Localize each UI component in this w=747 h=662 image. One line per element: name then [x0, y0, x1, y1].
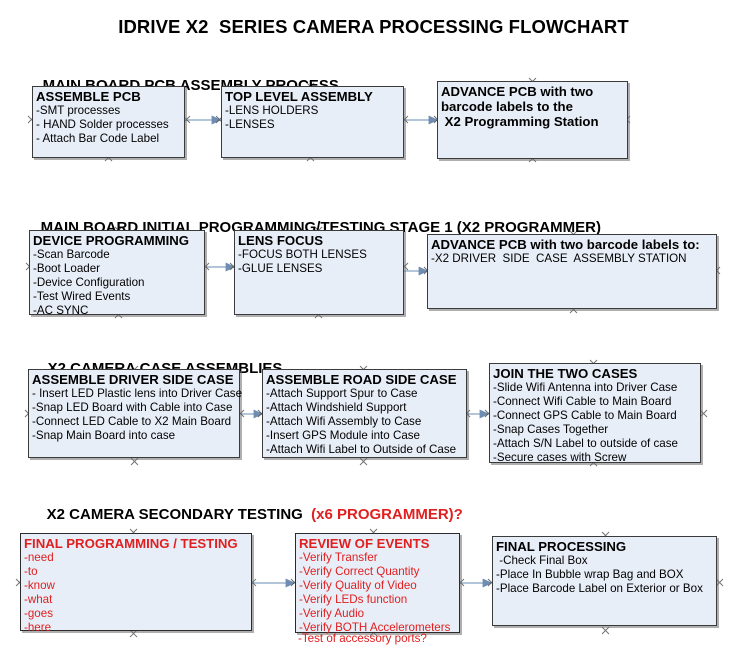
node-title: ASSEMBLE ROAD SIDE CASE [266, 372, 457, 387]
node-line: -here [24, 621, 52, 635]
node-line: -Attach S/N Label to outside of case [493, 437, 678, 451]
node-advance-pcb-to-driver-side-case-assembly[interactable]: ADVANCE PCB with two barcode labels to: … [427, 234, 717, 309]
node-line: -Snap LED Board with Cable into Case [32, 401, 233, 415]
node-line: -Secure cases with Screw [493, 451, 627, 465]
node-line: -Slide Wifi Antenna into Driver Case [493, 381, 678, 394]
node-assemble-pcb[interactable]: ASSEMBLE PCB -SMT processes - HAND Solde… [32, 86, 185, 158]
section-heading-x2-camera-secondary-testing: X2 CAMERA SECONDARY TESTING (x6 PROGRAMM… [30, 489, 463, 540]
node-title: LENS FOCUS [238, 233, 323, 248]
node-line: -Connect Wifi Cable to Main Board [493, 395, 672, 409]
node-line: -what [24, 593, 53, 607]
node-review-of-events-overflow-line: -Test of accessory ports? [298, 632, 427, 645]
node-line: -LENS HOLDERS [225, 104, 319, 117]
node-top-level-assembly[interactable]: TOP LEVEL ASSEMBLY -LENS HOLDERS -LENSES [221, 86, 404, 158]
node-title: JOIN THE TWO CASES [493, 366, 638, 381]
node-line: -Place Barcode Label on Exterior or Box [496, 582, 703, 596]
node-line: -Verify BOTH Accelerometers [299, 621, 451, 635]
node-line: - Attach Bar Code Label [36, 132, 160, 146]
node-line: -GLUE LENSES [238, 262, 323, 276]
node-line: -Check Final Box [496, 554, 588, 567]
node-title: ASSEMBLE PCB [36, 89, 141, 104]
node-device-programming[interactable]: DEVICE PROGRAMMING -Scan Barcode -Boot L… [29, 230, 205, 318]
node-review-of-events[interactable]: REVIEW OF EVENTS -Verify Transfer -Verif… [295, 533, 460, 635]
node-title: FINAL PROCESSING [496, 539, 627, 554]
node-title: REVIEW OF EVENTS [299, 536, 430, 551]
node-advance-pcb-to-x2-programming-station[interactable]: ADVANCE PCB with two barcode labels to t… [437, 81, 628, 159]
node-title: DEVICE PROGRAMMING [33, 233, 190, 248]
node-line: -Verify Audio [299, 607, 365, 621]
page-title: IDRIVE X2 SERIES CAMERA PROCESSING FLOWC… [118, 16, 629, 37]
node-line: -LENSES [225, 118, 275, 132]
node-title: TOP LEVEL ASSEMBLY [225, 89, 373, 104]
node-line: -Connect GPS Cable to Main Board [493, 409, 677, 423]
node-line: -AC SYNC [33, 304, 89, 318]
node-line: -Snap Cases Together [493, 423, 609, 437]
node-line: -Verify LEDs function [299, 593, 408, 607]
node-line: -Verify Quality of Video [299, 579, 417, 593]
node-assemble-driver-side-case[interactable]: ASSEMBLE DRIVER SIDE CASE - Insert LED P… [28, 369, 243, 458]
node-line: -Boot Loader [33, 262, 101, 276]
node-line: -Attach Windshield Support [266, 401, 407, 415]
node-line: -Place In Bubble wrap Bag and BOX [496, 568, 684, 582]
node-assemble-road-side-case[interactable]: ASSEMBLE ROAD SIDE CASE -Attach Support … [262, 369, 467, 458]
node-lens-focus[interactable]: LENS FOCUS -FOCUS BOTH LENSES -GLUE LENS… [234, 230, 404, 315]
node-title: ADVANCE PCB with two barcode labels to: [431, 237, 700, 252]
node-line: -know [24, 579, 55, 593]
node-title-line-2: barcode labels to the [441, 99, 573, 114]
node-title: ASSEMBLE DRIVER SIDE CASE [32, 372, 234, 387]
section-heading-accent: (x6 PROGRAMMER)? [311, 506, 463, 523]
node-title-line-3: X2 Programming Station [441, 114, 599, 129]
section-heading-text: X2 CAMERA SECONDARY TESTING [46, 506, 312, 523]
node-line: -goes [24, 607, 54, 621]
node-line: -Device Configuration [33, 276, 145, 290]
node-line: -Test Wired Events [33, 290, 131, 304]
node-title: ADVANCE PCB with two [441, 84, 594, 99]
node-line: - Insert LED Plastic lens into Driver Ca… [32, 387, 243, 400]
node-line: -FOCUS BOTH LENSES [238, 248, 367, 261]
node-final-processing[interactable]: FINAL PROCESSING -Check Final Box -Place… [492, 536, 717, 626]
node-line: -Verify Correct Quantity [299, 565, 420, 579]
node-line: -Scan Barcode [33, 248, 110, 261]
node-line: -Attach Wifi Assembly to Case [266, 415, 422, 429]
node-line: -Connect LED Cable to X2 Main Board [32, 415, 232, 429]
node-line: -SMT processes [36, 104, 121, 117]
node-line: - HAND Solder processes [36, 118, 169, 132]
node-title: FINAL PROGRAMMING / TESTING [24, 536, 238, 551]
node-line: -need [24, 551, 54, 564]
node-final-programming-testing[interactable]: FINAL PROGRAMMING / TESTING -need -to -k… [20, 533, 252, 634]
node-line: -Attach Wifi Label to Outside of Case [266, 443, 457, 457]
node-line: -to [24, 565, 38, 579]
node-line: -Snap Main Board into case [32, 429, 176, 443]
node-line: -Verify Transfer [299, 551, 378, 564]
node-line: -Insert GPS Module into Case [266, 429, 421, 443]
node-line: -Attach Support Spur to Case [266, 387, 418, 400]
node-join-the-two-cases[interactable]: JOIN THE TWO CASES -Slide Wifi Antenna i… [489, 363, 701, 465]
node-line: -X2 DRIVER SIDE CASE ASSEMBLY STATION [431, 252, 687, 265]
